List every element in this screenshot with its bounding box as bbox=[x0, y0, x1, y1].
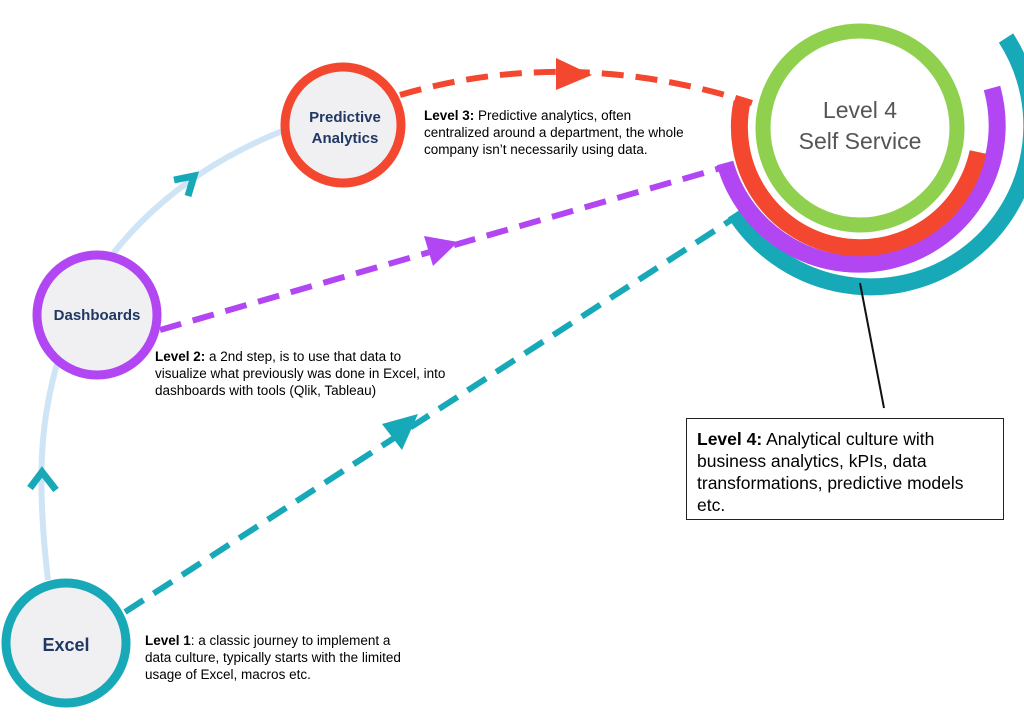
level-2-description: Level 2: a 2nd step, is to use that data… bbox=[155, 348, 453, 399]
center-subtitle: Self Service bbox=[799, 128, 922, 154]
level-1-text: : a classic journey to implement a data … bbox=[145, 633, 401, 682]
arc-chevron-lower-icon bbox=[27, 466, 59, 493]
excel-connector bbox=[123, 210, 744, 615]
excel-label: Excel bbox=[42, 635, 89, 655]
level-1-title: Level 1 bbox=[145, 633, 191, 648]
level-3-title: Level 3: bbox=[424, 108, 475, 123]
level-4-title: Level 4: bbox=[697, 429, 763, 449]
level-3-description: Level 3: Predictive analytics, often cen… bbox=[424, 107, 694, 158]
level-4-callout-box: Level 4: Analytical culture with busines… bbox=[686, 418, 1004, 520]
green-ring bbox=[755, 23, 965, 233]
center-title: Level 4 bbox=[823, 97, 897, 123]
level-4-text: Analytical culture with business analyti… bbox=[697, 429, 964, 515]
dashboards-connector-arrow-icon bbox=[424, 236, 458, 266]
level-1-description: Level 1: a classic journey to implement … bbox=[145, 632, 410, 683]
predictive-node: Predictive Analytics bbox=[280, 62, 406, 188]
red-ring bbox=[730, 100, 987, 257]
predictive-label-line2: Analytics bbox=[312, 130, 379, 147]
dashboards-label: Dashboards bbox=[54, 307, 141, 324]
purple-ring bbox=[716, 85, 1006, 273]
excel-connector-arrow-icon bbox=[382, 414, 418, 450]
predictive-label-line1: Predictive bbox=[309, 109, 381, 126]
self-service-target bbox=[716, 23, 1024, 296]
teal-ring bbox=[727, 33, 1024, 296]
dashboards-node: Dashboards bbox=[32, 250, 162, 380]
level-2-title: Level 2: bbox=[155, 349, 206, 364]
arc-chevron-upper-icon bbox=[173, 171, 200, 198]
level-3-text: Predictive analytics, often centralized … bbox=[424, 108, 684, 157]
dashboards-connector bbox=[159, 163, 729, 333]
level-2-text: a 2nd step, is to use that data to visua… bbox=[155, 349, 446, 398]
excel-node: Excel bbox=[1, 578, 131, 708]
callout-pointer bbox=[859, 282, 885, 409]
predictive-connector-arrow-icon bbox=[556, 58, 592, 90]
